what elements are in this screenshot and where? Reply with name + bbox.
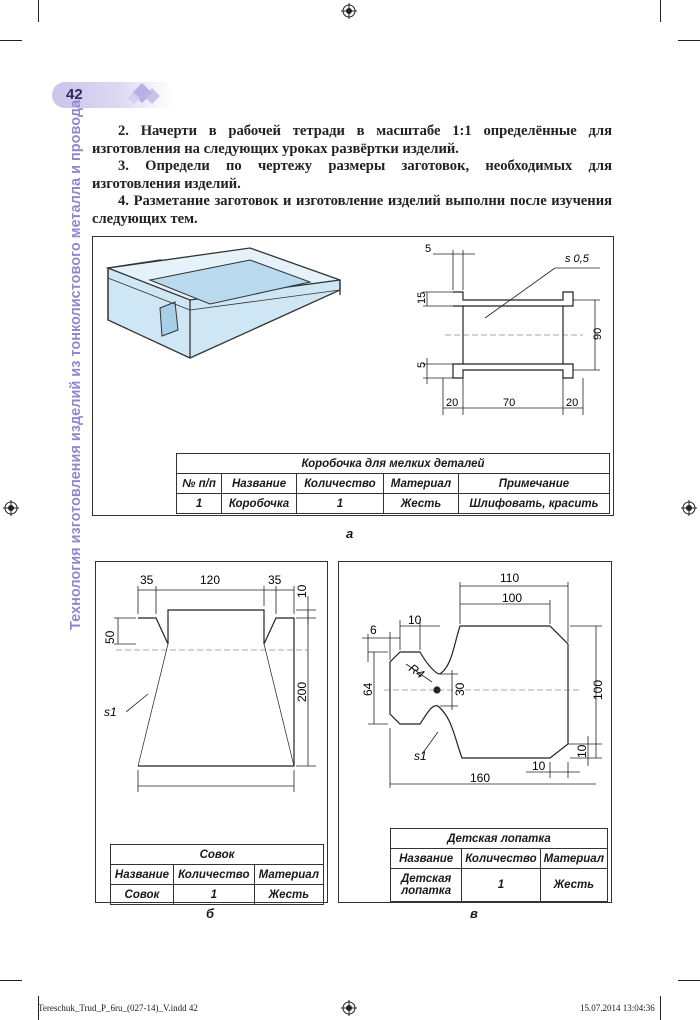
paragraph-3: 3. Определи по чертежу размеры заготовок… xyxy=(92,158,612,192)
paragraph-2: 2. Начерти в рабочей тетради в масштабе … xyxy=(92,123,612,157)
dim-5-bottom: 5 xyxy=(416,362,428,368)
box-development-drawing: 5 s 0,5 15 90 5 20 70 20 xyxy=(416,243,604,415)
table-title: Совок xyxy=(110,844,324,865)
crop-mark xyxy=(660,996,661,1020)
table-header: Количество xyxy=(461,848,541,869)
figure-b-letter: б xyxy=(206,906,215,921)
table-cell: Коробочка xyxy=(221,493,297,514)
dim-70: 70 xyxy=(503,397,515,409)
table-title: Детская лопатка xyxy=(390,828,608,849)
dim-20-left: 20 xyxy=(446,397,458,409)
table-header: Название xyxy=(389,848,463,869)
table-header-row: Название Количество Материал xyxy=(110,864,325,885)
diamond-ornament-icon xyxy=(128,83,160,104)
task-text: 2. Начерти в рабочей тетради в масштабе … xyxy=(92,123,612,228)
dim-radius-label: R4 xyxy=(406,661,427,681)
table-header: № п/п xyxy=(175,473,223,494)
table-row: Детская лопатка 1 Жесть xyxy=(389,868,609,902)
table-cell: 1 xyxy=(461,868,541,902)
dim-90: 90 xyxy=(592,328,604,340)
registration-mark-icon xyxy=(341,1000,357,1016)
dim-100-top: 100 xyxy=(502,591,522,605)
table-cell: Жесть xyxy=(383,493,459,514)
figure-v-letter: в xyxy=(470,906,478,921)
dim-10-bottom: 10 xyxy=(532,759,546,773)
table-cell: Детская лопатка xyxy=(389,868,463,902)
crop-mark xyxy=(38,0,39,22)
dim-10-right: 10 xyxy=(575,744,589,758)
dim-thickness-label: s 0,5 xyxy=(565,253,590,265)
crop-mark xyxy=(38,996,39,1020)
dim-thickness-label: s1 xyxy=(104,705,117,719)
table-cell: Шлифовать, красить xyxy=(457,493,611,514)
dim-30: 30 xyxy=(453,682,467,696)
footer-file-info: Tereschuk_Trud_P_6ru_(027-14)_V.indd 42 xyxy=(38,1003,198,1013)
dim-5-top: 5 xyxy=(425,243,431,255)
table-header: Примечание xyxy=(457,473,611,494)
page-number: 42 xyxy=(66,86,83,103)
spec-table-v: Детская лопатка Название Количество Мате… xyxy=(389,828,609,902)
table-header: Количество xyxy=(295,473,385,494)
paragraph-4: 4. Разметание заготовок и изготовление и… xyxy=(92,193,612,227)
dim-20-right: 20 xyxy=(566,397,578,409)
box-illustration xyxy=(105,247,341,359)
dim-200: 200 xyxy=(295,682,309,702)
crop-mark xyxy=(0,40,22,41)
table-row: Совок 1 Жесть xyxy=(110,884,325,905)
table-header: Материал xyxy=(253,864,325,885)
table-header: Материал xyxy=(539,848,609,869)
dim-120: 120 xyxy=(200,573,220,587)
table-cell: Жесть xyxy=(253,884,325,905)
figure-a-letter: а xyxy=(346,526,354,541)
side-title: Технология изготовления изделий из тонко… xyxy=(68,99,84,630)
shovel-development-drawing: 110 100 6 10 R4 64 30 100 10 s1 10 160 xyxy=(361,571,605,788)
table-title: Коробочка для мелких деталей xyxy=(176,453,610,474)
crop-mark xyxy=(0,980,22,981)
table-header: Название xyxy=(221,473,297,494)
crop-mark xyxy=(678,980,700,981)
spec-table-a: Коробочка для мелких деталей № п/п Назва… xyxy=(175,453,611,514)
table-cell: Совок xyxy=(110,884,174,905)
table-cell: Жесть xyxy=(539,868,609,902)
table-cell: 1 xyxy=(172,884,255,905)
dim-100-right: 100 xyxy=(591,680,605,700)
dim-10-top: 10 xyxy=(408,613,422,627)
dim-6: 6 xyxy=(370,623,377,637)
dim-35-right: 35 xyxy=(268,573,282,587)
crop-mark xyxy=(660,0,661,22)
footer-timestamp: 15.07.2014 13:04:36 xyxy=(580,1003,655,1013)
table-row: 1 Коробочка 1 Жесть Шлифовать, красить xyxy=(175,493,611,514)
dim-110: 110 xyxy=(500,571,519,585)
table-header-row: Название Количество Материал xyxy=(389,848,609,869)
dim-50: 50 xyxy=(103,630,117,644)
dim-15: 15 xyxy=(416,292,428,304)
dim-64: 64 xyxy=(361,682,375,696)
dim-160: 160 xyxy=(470,771,490,785)
scoop-development-drawing: 35 120 35 10 50 200 s1 xyxy=(103,573,316,792)
dim-thickness-label: s1 xyxy=(414,749,427,763)
table-cell: 1 xyxy=(175,493,223,514)
dim-10: 10 xyxy=(295,584,309,598)
table-header-row: № п/п Название Количество Материал Приме… xyxy=(175,473,611,494)
table-header: Количество xyxy=(172,864,255,885)
table-header: Материал xyxy=(383,473,459,494)
table-header: Название xyxy=(110,864,174,885)
table-cell: 1 xyxy=(295,493,385,514)
registration-mark-icon xyxy=(341,3,357,19)
registration-mark-icon xyxy=(681,500,697,516)
dim-35-left: 35 xyxy=(140,573,154,587)
registration-mark-icon xyxy=(3,500,19,516)
crop-mark xyxy=(678,40,700,41)
spec-table-b: Совок Название Количество Материал Совок… xyxy=(110,844,325,905)
